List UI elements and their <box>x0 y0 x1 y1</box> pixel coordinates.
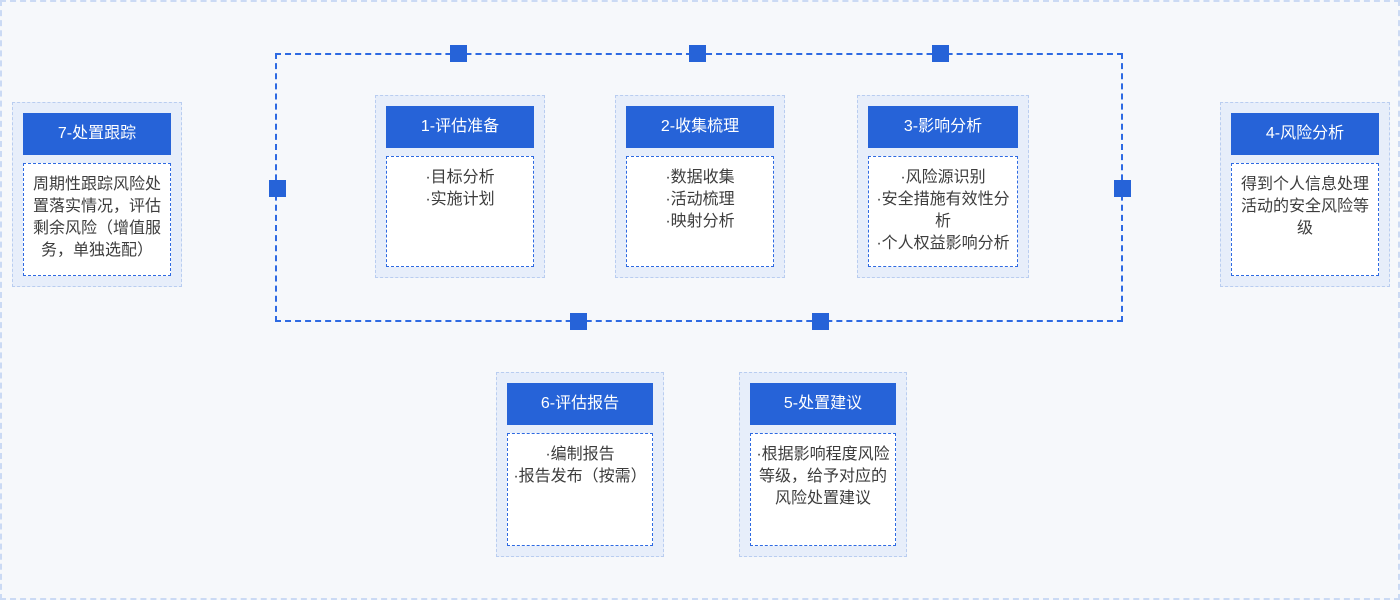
step-2-body: ·数据收集 ·活动梳理 ·映射分析 <box>626 156 774 267</box>
step-4-line: 得到个人信息处理活动的安全风险等级 <box>1240 176 1369 237</box>
step-5-line: ·根据影响程度风险等级，给予对应的风险处置建议 <box>756 446 890 507</box>
step-card-1: 1-评估准备 ·目标分析 ·实施计划 <box>375 95 545 278</box>
step-7-body: 周期性跟踪风险处置落实情况，评估剩余风险（增值服务，单独选配） <box>23 163 171 276</box>
step-5-body: ·根据影响程度风险等级，给予对应的风险处置建议 <box>750 433 896 546</box>
connector-node-step6 <box>570 313 587 330</box>
step-card-2: 2-收集梳理 ·数据收集 ·活动梳理 ·映射分析 <box>615 95 785 278</box>
step-3-line: ·风险源识别 <box>900 169 986 186</box>
connector-node-step5 <box>812 313 829 330</box>
step-4-body: 得到个人信息处理活动的安全风险等级 <box>1231 163 1379 276</box>
step-6-body: ·编制报告 ·报告发布（按需） <box>507 433 653 546</box>
step-card-4: 4-风险分析 得到个人信息处理活动的安全风险等级 <box>1220 102 1390 287</box>
step-6-line: ·报告发布（按需） <box>513 468 647 485</box>
step-6-line: ·编制报告 <box>545 446 615 463</box>
connector-node-step1 <box>450 45 467 62</box>
step-7-line: 周期性跟踪风险处置落实情况，评估剩余风险（增值服务，单独选配） <box>32 176 161 259</box>
step-2-title: 2-收集梳理 <box>626 106 774 148</box>
step-6-title: 6-评估报告 <box>507 383 653 425</box>
step-card-5: 5-处置建议 ·根据影响程度风险等级，给予对应的风险处置建议 <box>739 372 907 557</box>
step-1-line: ·实施计划 <box>425 191 495 208</box>
step-card-3: 3-影响分析 ·风险源识别 ·安全措施有效性分析 ·个人权益影响分析 <box>857 95 1029 278</box>
step-card-7: 7-处置跟踪 周期性跟踪风险处置落实情况，评估剩余风险（增值服务，单独选配） <box>12 102 182 287</box>
step-3-body: ·风险源识别 ·安全措施有效性分析 ·个人权益影响分析 <box>868 156 1018 267</box>
step-3-line: ·安全措施有效性分析 <box>876 191 1010 230</box>
connector-node-step3 <box>932 45 949 62</box>
connector-node-step7 <box>269 180 286 197</box>
step-4-title: 4-风险分析 <box>1231 113 1379 155</box>
step-7-title: 7-处置跟踪 <box>23 113 171 155</box>
connector-node-step2 <box>689 45 706 62</box>
step-1-body: ·目标分析 ·实施计划 <box>386 156 534 267</box>
step-5-title: 5-处置建议 <box>750 383 896 425</box>
step-2-line: ·活动梳理 <box>665 191 735 208</box>
step-1-title: 1-评估准备 <box>386 106 534 148</box>
connector-node-step4 <box>1114 180 1131 197</box>
step-3-title: 3-影响分析 <box>868 106 1018 148</box>
step-1-line: ·目标分析 <box>425 169 495 186</box>
step-3-line: ·个人权益影响分析 <box>876 235 1010 252</box>
step-card-6: 6-评估报告 ·编制报告 ·报告发布（按需） <box>496 372 664 557</box>
step-2-line: ·映射分析 <box>665 213 735 230</box>
step-2-line: ·数据收集 <box>665 169 735 186</box>
